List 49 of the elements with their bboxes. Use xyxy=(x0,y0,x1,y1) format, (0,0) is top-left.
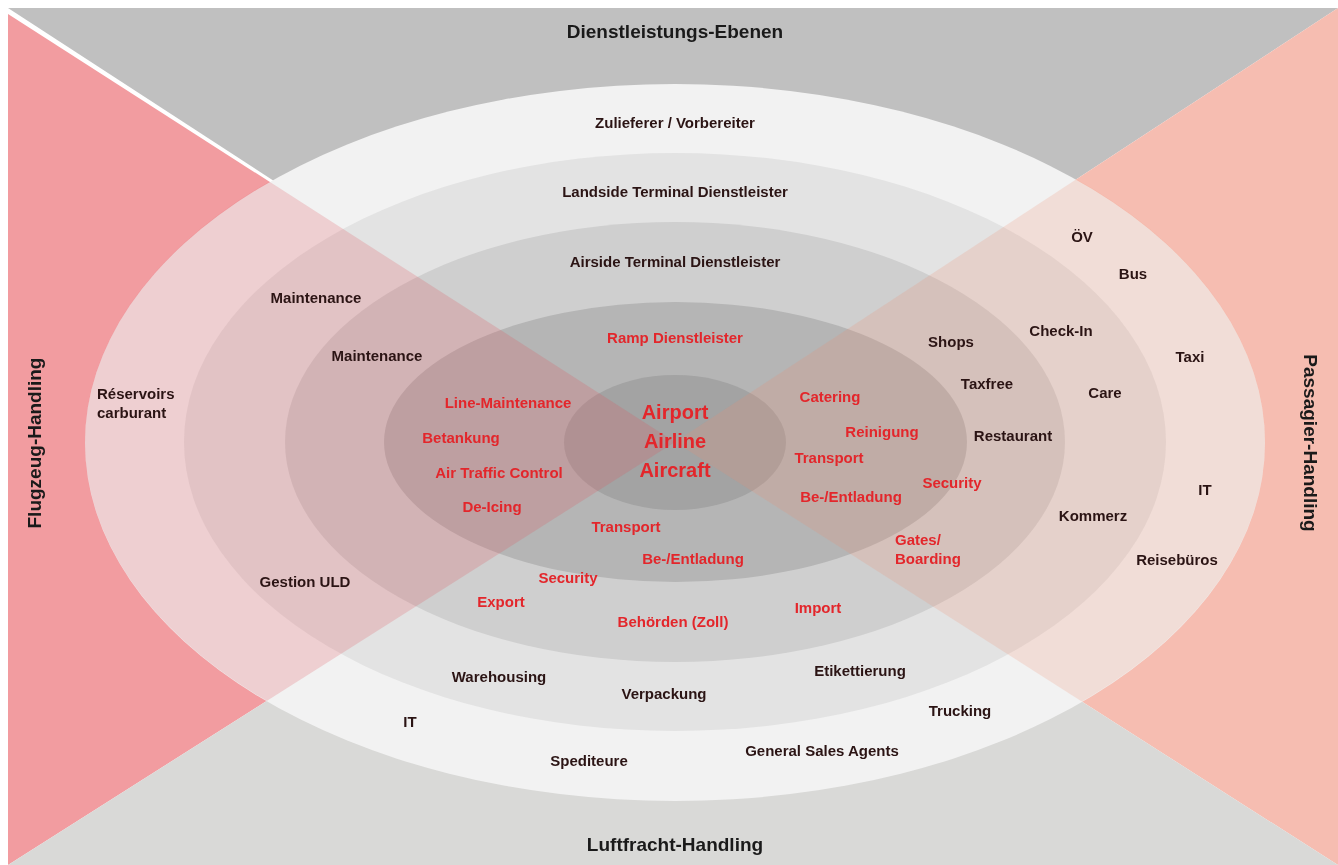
ring-title: Airside Terminal Dienstleister xyxy=(569,252,781,270)
service-label: Shops xyxy=(928,332,974,350)
service-label: IT xyxy=(403,712,417,730)
service-label: Be-/Entladung xyxy=(800,487,902,505)
core-label: Aircraft xyxy=(639,458,711,482)
service-label: Kommerz xyxy=(1058,506,1128,524)
service-label: Transport xyxy=(591,517,661,535)
service-label: Etikettierung xyxy=(814,661,906,679)
service-label: Bus xyxy=(1118,264,1148,282)
service-label: General Sales Agents xyxy=(745,741,899,759)
service-label: De-Icing xyxy=(462,497,522,515)
service-label: Reisebüros xyxy=(1136,550,1218,568)
service-label: Gestion ULD xyxy=(259,572,351,590)
service-label: ÖV xyxy=(1071,227,1093,245)
service-label: Catering xyxy=(799,387,861,405)
ring-title: Zulieferer / Vorbereiter xyxy=(595,113,755,131)
sector-title: Passagier-Handling xyxy=(1299,354,1321,532)
service-label: Maintenance xyxy=(270,288,362,306)
service-label: Spediteure xyxy=(550,751,628,769)
service-label: IT xyxy=(1198,480,1212,498)
service-label: Trucking xyxy=(928,701,992,719)
ring-title: Landside Terminal Dienstleister xyxy=(562,182,788,200)
core-label: Airport xyxy=(641,400,709,424)
service-label: Security xyxy=(922,473,982,491)
service-label: Betankung xyxy=(422,428,500,446)
service-label: Export xyxy=(477,592,525,610)
service-label: Import xyxy=(794,598,842,616)
service-label: Be-/Entladung xyxy=(642,549,744,567)
service-label: Restaurant xyxy=(973,426,1053,444)
sector-title: Luftfracht-Handling xyxy=(586,834,764,856)
sector-title: Flugzeug-Handling xyxy=(24,357,46,529)
service-label: Care xyxy=(1088,383,1122,401)
service-label: Gates/ Boarding xyxy=(895,531,962,569)
service-label: Réservoirs carburant xyxy=(97,385,176,423)
sector-title: Dienstleistungs-Ebenen xyxy=(566,21,784,43)
service-label: Behörden (Zoll) xyxy=(617,612,729,630)
service-label: Air Traffic Control xyxy=(435,463,563,481)
service-label: Maintenance xyxy=(331,346,423,364)
service-label: Check-In xyxy=(1029,321,1093,339)
service-label: Line-Maintenance xyxy=(444,393,572,411)
ring-title: Ramp Dienstleister xyxy=(607,328,743,346)
core-label: Airline xyxy=(643,429,707,453)
service-label: Verpackung xyxy=(621,684,707,702)
service-label: Security xyxy=(538,568,598,586)
service-label: Taxfree xyxy=(960,374,1014,392)
service-label: Transport xyxy=(794,448,864,466)
service-label: Reinigung xyxy=(845,422,919,440)
service-label: Taxi xyxy=(1175,347,1205,365)
service-label: Warehousing xyxy=(451,667,547,685)
